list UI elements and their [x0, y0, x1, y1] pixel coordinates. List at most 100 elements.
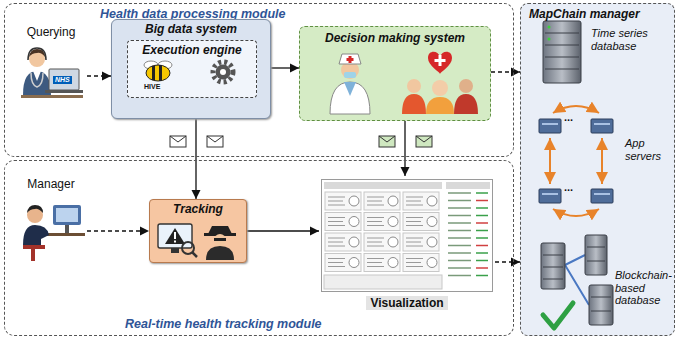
mapchain-servers-part — [539, 189, 561, 203]
actor-node: Querying NHS — [15, 25, 87, 111]
envelope-layer-part — [379, 136, 395, 147]
decision-people-part — [426, 97, 454, 114]
manager-icon-part — [23, 245, 45, 249]
dashboard-line — [406, 238, 423, 246]
table-row — [448, 215, 471, 217]
table-row — [448, 192, 471, 194]
dashboard-card — [403, 213, 439, 231]
dashboard-line — [406, 218, 423, 226]
decision-people-part — [428, 52, 452, 74]
manager-icon-part — [23, 225, 49, 245]
table-row — [448, 230, 471, 232]
manager-icon-part — [27, 205, 43, 213]
dashboard-line — [406, 259, 423, 267]
tracking-icons-part — [214, 238, 226, 241]
decision-people-part — [330, 82, 370, 114]
envelope-layer-part — [416, 136, 432, 142]
tracking-icons-part — [208, 226, 232, 234]
dashboard-gauge — [427, 237, 437, 247]
table-row — [476, 237, 488, 239]
mapchain-servers-part — [539, 119, 613, 203]
table-row — [448, 275, 471, 277]
dashboard-card — [364, 233, 400, 251]
doctor-icon-part — [28, 48, 46, 60]
logo-text: NHS — [53, 76, 72, 84]
table-row — [476, 200, 488, 202]
decision-people-part — [344, 82, 356, 96]
table-row — [476, 207, 488, 209]
mapchain-servers-part — [542, 124, 610, 194]
tracking-icons-part — [174, 241, 176, 243]
tracking-icons-part — [192, 252, 197, 257]
dashboard-picture-part — [324, 275, 442, 289]
dashboard-gauge — [349, 237, 359, 247]
flow-arrow — [404, 121, 405, 176]
table-row — [476, 222, 488, 224]
tracking-icons — [156, 222, 242, 260]
engine-logos-part — [216, 65, 231, 80]
table-row — [476, 192, 488, 194]
box-title: Execution engine — [142, 43, 241, 57]
logo-text: HIVE — [144, 83, 160, 91]
dashboard-card — [325, 213, 361, 231]
decision-people-part — [344, 72, 356, 78]
dashboard-line — [367, 259, 384, 267]
manager-icon-part — [31, 249, 35, 261]
manager-icon-part — [45, 233, 85, 236]
component-label: Time series database — [591, 27, 667, 52]
manager-icon-part — [65, 225, 69, 233]
dashboard-card — [403, 192, 439, 210]
component-label: Blockchain-based database — [615, 269, 675, 307]
engine-box: Execution engine HIVE — [127, 40, 257, 98]
doctor-icon-part — [21, 95, 83, 98]
manager-icon-part — [56, 208, 78, 222]
table-row — [476, 260, 488, 262]
decision-people-part — [459, 79, 473, 93]
box-title: Tracking — [173, 202, 223, 216]
doctor-icon — [21, 45, 83, 105]
engine-logos-part — [159, 65, 162, 81]
dashboard-card — [325, 192, 361, 210]
table-row — [448, 207, 471, 209]
doctor-icon-part — [49, 69, 79, 90]
dashboard-gauge — [427, 217, 437, 227]
mapchain-servers-part — [591, 119, 613, 133]
module-panel: Health data processing moduleQuerying NH… — [4, 3, 514, 157]
table-row — [476, 275, 488, 277]
flow-arrow — [195, 119, 196, 199]
decision-people-part — [339, 54, 361, 64]
dashboard-label: Visualization — [366, 296, 447, 310]
dashboard-gauge — [388, 237, 398, 247]
mapchain-servers-part — [545, 33, 579, 69]
flow-arrow — [87, 75, 111, 76]
dashboard-card — [325, 254, 361, 272]
dashboard-line — [367, 238, 384, 246]
doctor-icon-part — [33, 71, 41, 81]
mapchain-servers-part — [589, 285, 613, 325]
envelope-layer-part — [416, 136, 432, 147]
engine-logos-part — [152, 66, 155, 80]
dashboard-picture-part — [322, 180, 493, 292]
table-row — [448, 252, 471, 254]
envelope-layer-part — [170, 136, 186, 142]
dashboard-line — [328, 259, 345, 267]
table-row — [476, 252, 488, 254]
decision-people-part — [454, 94, 478, 114]
dashboard-card — [364, 192, 400, 210]
actor-label: Querying — [27, 25, 76, 39]
mapchain-servers-part — [543, 303, 573, 328]
box-title: Big data system — [145, 22, 237, 36]
doctor-icon-part — [45, 90, 83, 93]
ellipsis-mark: ... — [564, 111, 573, 124]
dashboard-gauge — [388, 258, 398, 268]
mapchain-servers-part — [541, 243, 565, 289]
manager-icon — [19, 199, 85, 263]
tracking-icons-part — [165, 228, 185, 244]
ellipsis-mark: ... — [564, 181, 573, 194]
mapchain-servers-part — [585, 235, 607, 275]
mapchain-servers-part — [601, 138, 603, 184]
table-row — [476, 267, 488, 269]
box-title: Decision making system — [325, 31, 465, 45]
dashboard-gauge — [427, 258, 437, 268]
mapchain-servers-part — [548, 38, 551, 41]
